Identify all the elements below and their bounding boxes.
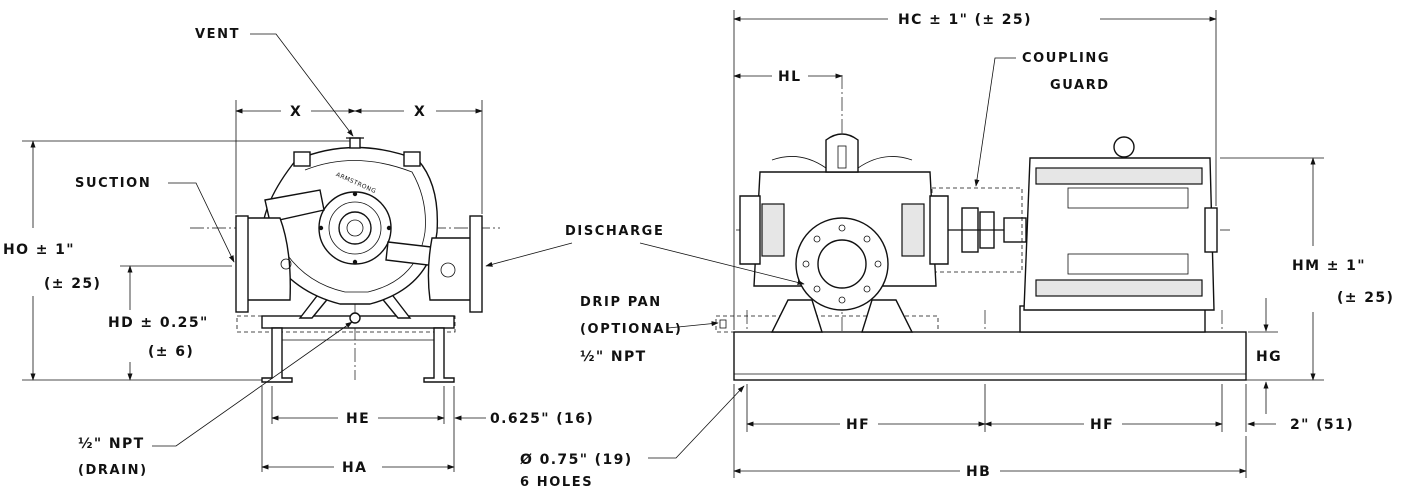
- hf-right-label: HF: [1090, 417, 1114, 433]
- flange-bolt-8: [863, 285, 871, 293]
- suction-flange: [235, 215, 249, 313]
- pump-foot-left: [770, 299, 823, 333]
- flange-bolt-7: [813, 285, 821, 293]
- discharge-flange: [469, 215, 483, 313]
- holes-leader: [648, 385, 745, 459]
- gland-right: [901, 203, 925, 257]
- x-left-label: X: [290, 104, 302, 120]
- flange-bolt-1: [838, 224, 846, 232]
- ha-label: HA: [342, 460, 367, 476]
- front-hub-ring: [328, 201, 382, 255]
- front-hub-bolt-4: [386, 225, 392, 231]
- hc-label: HC ± 1" (± 25): [898, 12, 1032, 28]
- coupling-guard-label-2: GUARD: [1050, 78, 1110, 93]
- motor-rib-2: [1067, 253, 1189, 275]
- flange-bolt-5: [813, 235, 821, 243]
- motor-fin-bottom: [1035, 279, 1203, 297]
- ho-label: HO ± 1": [3, 242, 75, 258]
- front-lug-left: [293, 151, 311, 167]
- pump-vent-boss: [837, 145, 847, 169]
- hf-left-label: HF: [846, 417, 870, 433]
- suction-label: SUCTION: [75, 176, 151, 191]
- coupling-guard-label-1: COUPLING: [1022, 51, 1110, 66]
- suction-tap: [280, 258, 292, 270]
- coupling-guard-leader: [974, 57, 1016, 187]
- front-arm-left: [264, 189, 325, 223]
- side-view: HC ± 1" (± 25) HL COUPLING GUARD DISCHAR…: [485, 10, 1394, 489]
- discharge-leader-front: [485, 242, 573, 267]
- vent-label: VENT: [195, 27, 240, 42]
- flange-bolt-3: [802, 260, 810, 268]
- motor-rib-1: [1067, 187, 1189, 209]
- holes-count-label: 6 HOLES: [520, 475, 593, 489]
- side-discharge-bore: [817, 239, 867, 289]
- front-hub-bolt-3: [318, 225, 324, 231]
- he-label: HE: [346, 411, 370, 427]
- front-shaft: [346, 219, 364, 237]
- hm-mm-label: (± 25): [1337, 290, 1394, 306]
- gland-left: [761, 203, 785, 257]
- hb-label: HB: [966, 464, 991, 480]
- motor-fin-top: [1035, 167, 1203, 185]
- drip-pan-label-3: ½" NPT: [580, 349, 647, 365]
- vent-leader: [250, 33, 354, 137]
- flange-bolt-2: [838, 296, 846, 304]
- front-base-leg-left: [261, 327, 293, 383]
- bearing-housing-right: [929, 195, 949, 265]
- drip-pan-label-2: (OPTIONAL): [580, 322, 682, 337]
- motor-lifting-eye: [1113, 136, 1135, 158]
- x-right-label: X: [414, 104, 426, 120]
- hd-mm-label: (± 6): [148, 344, 194, 360]
- motor-end-cap: [1204, 207, 1218, 253]
- hg-label: HG: [1256, 349, 1282, 365]
- drain-leader: [152, 321, 353, 447]
- drip-pan-leader: [667, 321, 719, 329]
- discharge-label: DISCHARGE: [565, 224, 664, 239]
- suction-leader: [168, 182, 235, 263]
- holes-dim-label: Ø 0.75" (19): [520, 452, 633, 468]
- discharge-leader-side: [639, 242, 805, 285]
- front-hub-bolt-2: [352, 259, 358, 265]
- discharge-tap: [440, 262, 456, 278]
- pump-top-casing: [825, 133, 859, 173]
- motor-frame: [1023, 157, 1215, 311]
- front-hub-bolt-1: [352, 191, 358, 197]
- drain-label: (DRAIN): [78, 463, 148, 478]
- base-frame: [733, 331, 1247, 381]
- front-casing-inner: [277, 160, 426, 293]
- hd-label: HD ± 0.25": [108, 315, 209, 331]
- front-base-leg-right: [423, 327, 455, 383]
- drip-pan-label-1: DRIP PAN: [580, 295, 662, 310]
- hl-label: HL: [778, 69, 801, 85]
- bearing-housing-left: [739, 195, 761, 265]
- suction-nozzle: [245, 217, 291, 301]
- pump-foot-right: [861, 299, 914, 333]
- drip-pan-tap: [719, 319, 727, 329]
- motor-shaft-stub: [1003, 217, 1027, 243]
- bolt-gap-label: 0.625" (16): [490, 411, 594, 427]
- drain-size-label: ½" NPT: [78, 436, 145, 452]
- ho-mm-label: (± 25): [44, 276, 101, 292]
- flange-bolt-4: [874, 260, 882, 268]
- front-view: ARMSTRONG X X VE: [3, 27, 594, 478]
- hm-label: HM ± 1": [1292, 258, 1366, 274]
- coupling-guard: [931, 187, 1023, 273]
- front-hub-inner: [338, 211, 372, 245]
- vent-plug: [349, 137, 361, 149]
- edge-dim-label: 2" (51): [1290, 417, 1354, 433]
- drain-plug: [349, 312, 361, 324]
- discharge-nozzle-front: [427, 237, 473, 301]
- flange-bolt-6: [863, 235, 871, 243]
- front-lug-right: [403, 151, 421, 167]
- pump-body-ribs: [771, 156, 913, 169]
